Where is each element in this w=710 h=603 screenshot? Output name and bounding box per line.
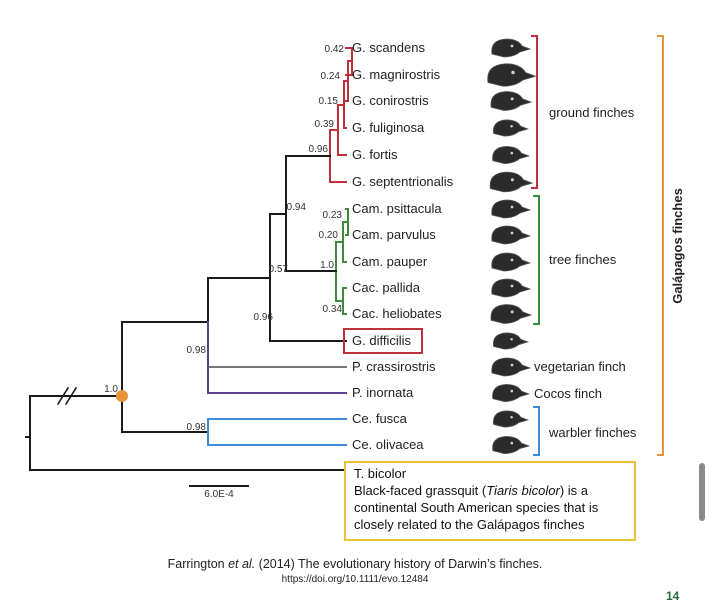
bird-eye	[510, 363, 514, 367]
cocos-finch-label: Cocos finch	[534, 386, 602, 401]
bird-head-icon	[493, 332, 530, 350]
outgroup-note-box: T. bicolor Black-faced grassquit (Tiaris…	[344, 461, 636, 541]
outgroup-note-label: T. bicolor	[354, 466, 407, 481]
support-value: 0.96	[254, 312, 274, 323]
taxon-label: G. fortis	[352, 147, 398, 162]
taxon-label: P. crassirostris	[352, 359, 436, 374]
ground-finches-bracket	[531, 35, 538, 189]
warbler-finches-bracket	[533, 406, 540, 456]
taxon-label: Cam. pauper	[352, 254, 428, 269]
taxon-label: Cam. parvulus	[352, 227, 436, 242]
support-value: 0.23	[323, 210, 343, 221]
bird-head-icon	[493, 410, 530, 428]
galapagos-bracket	[657, 35, 664, 456]
citation: Farrington et al. (2014) The evolutionar…	[0, 557, 710, 571]
taxon-label: G. fuliginosa	[352, 120, 425, 135]
support-value: 0.98	[187, 345, 207, 356]
taxon-label: G. scandens	[352, 40, 425, 55]
note-text-part: Black-faced grassquit (	[354, 483, 487, 498]
bird-head-icon	[492, 146, 531, 164]
bird-eye	[510, 389, 514, 393]
support-value: 0.39	[315, 119, 335, 130]
root-node-dot	[116, 390, 128, 402]
bird-eye	[510, 44, 514, 48]
bird-head-icon	[490, 304, 533, 324]
bird-head-icon	[491, 252, 532, 272]
support-value: 0.20	[319, 230, 339, 241]
warbler-finches-label: warbler finches	[548, 425, 637, 440]
bird-eye	[510, 178, 514, 182]
difficilis-highlight-box	[343, 328, 423, 354]
bird-eye	[510, 151, 514, 155]
branch-break-mark	[56, 386, 70, 406]
outgroup-note-text: Black-faced grassquit (Tiaris bicolor) i…	[354, 482, 626, 533]
bird-head-icon	[491, 225, 532, 245]
taxon-label: G. conirostris	[352, 93, 429, 108]
support-value: 0.24	[321, 71, 341, 82]
taxon-label: G. magnirostris	[352, 67, 441, 82]
taxon-label: Cam. psittacula	[352, 201, 442, 216]
citation-title: (2014) The evolutionary history of Darwi…	[255, 557, 543, 571]
taxon-label: Cac. heliobates	[352, 306, 442, 321]
page-number: 14	[666, 589, 680, 603]
galapagos-finches-label: Galápagos finches	[670, 188, 685, 304]
support-value: 1.0	[104, 384, 118, 395]
bird-head-icon	[492, 436, 531, 454]
taxon-label: Ce. fusca	[352, 411, 408, 426]
bird-eye	[510, 205, 514, 209]
taxon-label: P. inornata	[352, 385, 414, 400]
bird-eye	[510, 415, 513, 419]
bird-eye	[510, 258, 514, 262]
scale-bar-label: 6.0E-4	[204, 489, 234, 500]
tree-finches-bracket	[533, 195, 540, 325]
bird-head-icon	[491, 278, 532, 298]
citation-authors: Farrington	[167, 557, 229, 571]
bird-eye	[510, 284, 514, 288]
taxon-label: G. septentrionalis	[352, 174, 454, 189]
support-value: 0.42	[325, 44, 345, 55]
bird-head-icon	[490, 91, 533, 111]
bird-eye	[510, 124, 513, 128]
bird-eye	[510, 310, 514, 314]
bird-eye	[510, 231, 514, 235]
bird-head-icon	[487, 63, 537, 87]
bird-eye	[510, 97, 514, 101]
bird-eye	[510, 337, 513, 341]
support-value: 0.96	[309, 144, 329, 155]
note-text-part: ) is a continental South American specie…	[354, 483, 599, 532]
support-value: 1.0	[320, 260, 334, 271]
bird-eye	[510, 441, 514, 445]
support-value: 0.57	[269, 264, 289, 275]
bird-head-icon	[491, 38, 532, 58]
taxon-label: G. difficilis	[352, 333, 411, 348]
taxon-label: Ce. olivacea	[352, 437, 424, 452]
bird-eye	[511, 70, 515, 75]
scrollbar-thumb[interactable]	[699, 463, 705, 521]
note-species-italic: Tiaris bicolor	[486, 483, 560, 498]
tree-finches-label: tree finches	[549, 252, 617, 267]
vegetarian-finch-label: vegetarian finch	[534, 359, 626, 374]
bird-head-icon	[491, 199, 532, 219]
bird-head-icon	[492, 384, 531, 402]
support-value: 0.94	[287, 202, 307, 213]
support-value: 0.15	[319, 96, 339, 107]
branch-break-mark	[64, 386, 78, 406]
citation-etal: et al.	[228, 557, 256, 571]
support-value: 0.34	[323, 304, 343, 315]
bird-head-icon	[493, 119, 530, 137]
citation-doi[interactable]: https://doi.org/10.1111/evo.12484	[281, 574, 429, 585]
support-value: 0.98	[187, 422, 207, 433]
taxon-label: Cac. pallida	[352, 280, 421, 295]
ground-finches-label: ground finches	[549, 105, 635, 120]
bird-head-icon	[491, 357, 532, 377]
bird-head-icon	[489, 171, 534, 193]
